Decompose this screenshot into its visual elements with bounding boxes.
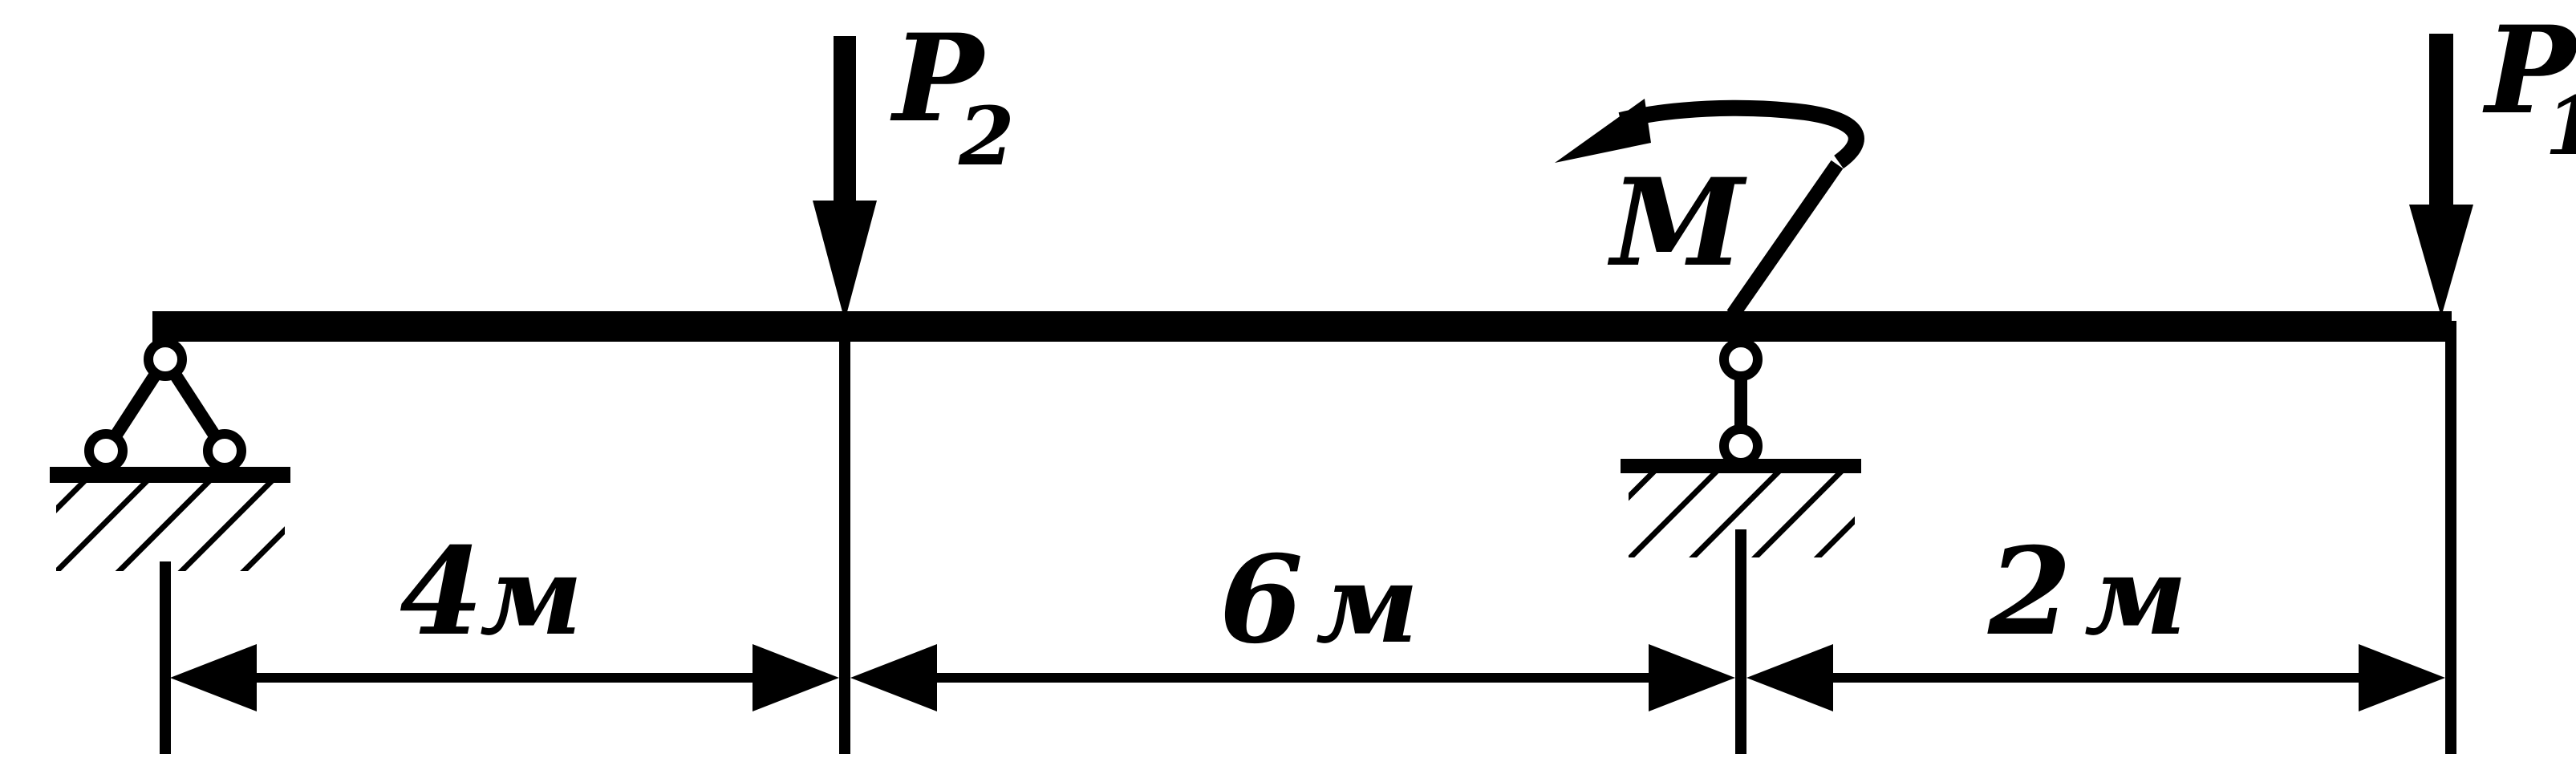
dimension-1-value: 4	[400, 521, 483, 663]
pin-hinge-top	[144, 338, 187, 381]
p2-index: 2	[958, 89, 1015, 184]
dimension-3-unit: м	[2084, 532, 2187, 659]
p1-letter: P	[2482, 0, 2576, 141]
dimension-2-unit: м	[1316, 540, 1418, 667]
force-arrow-p1	[2409, 34, 2473, 317]
ground-line-left	[50, 467, 290, 483]
p1-index: 1	[2545, 79, 2576, 173]
pin-hinge-right	[203, 429, 246, 472]
dimension-3-value: 2	[1987, 521, 2071, 663]
pin-hinge-left	[84, 429, 128, 472]
dimension-line-2	[850, 644, 1735, 711]
ground-line-right	[1621, 459, 1861, 473]
beam	[152, 311, 2452, 342]
dimension-1-unit: м	[480, 532, 582, 659]
pin-support-left	[50, 338, 290, 571]
roller-hinge-bottom	[1719, 424, 1763, 468]
roller-support-right	[1621, 338, 1861, 557]
dimension-line-3	[1746, 644, 2445, 711]
dimension-line-1	[170, 644, 839, 711]
moment-label: M	[1607, 152, 1747, 294]
force-arrow-p2	[813, 36, 877, 321]
ground-hatch-left	[56, 483, 285, 571]
roller-hinge-top	[1719, 338, 1763, 381]
dimension-2-value: 6	[1219, 529, 1303, 671]
moment-arrow	[1555, 99, 1864, 319]
ground-hatch-right	[1629, 473, 1855, 557]
p2-letter: P	[890, 8, 987, 149]
